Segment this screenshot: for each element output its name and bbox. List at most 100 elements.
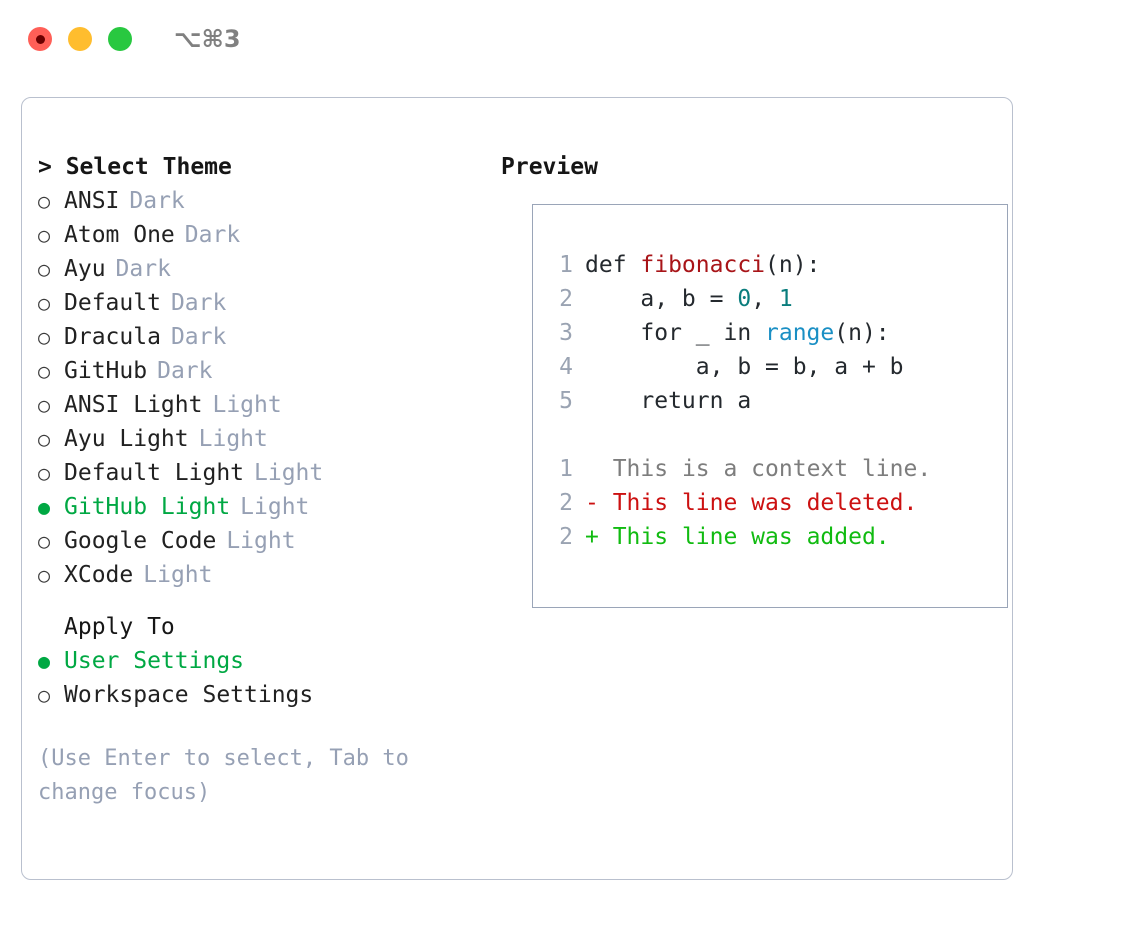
theme-option-label: GitHub Light: [64, 494, 231, 520]
theme-option-label: ANSI Light: [64, 392, 203, 418]
theme-option-github-light[interactable]: ● GitHub Light Light: [38, 490, 488, 524]
code-line: 4 a, b = b, a + b: [549, 350, 999, 384]
theme-variant-badge: Light: [143, 562, 213, 588]
diff-line-added: 2+ This line was added.: [549, 520, 999, 554]
select-theme-heading: > Select Theme: [38, 154, 232, 180]
theme-option-default-light[interactable]: ○ Default Light Light: [38, 456, 488, 490]
code-token-plain: def: [585, 252, 641, 278]
theme-option-dracula[interactable]: ○ Dracula Dark: [38, 320, 488, 354]
radio-unselected-icon: ○: [38, 461, 51, 485]
diff-line-context: 1 This is a context line.: [549, 452, 999, 486]
diff-marker: [585, 452, 613, 486]
theme-variant-badge: Dark: [170, 290, 227, 316]
radio-selected-icon: ●: [38, 495, 51, 519]
diff-marker: +: [585, 524, 613, 550]
theme-option-xcode[interactable]: ○ XCode Light: [38, 558, 488, 592]
theme-option-label: Default: [64, 290, 161, 316]
theme-option-google-code[interactable]: ○ Google Code Light: [38, 524, 488, 558]
code-token-call: range: [765, 320, 835, 346]
line-number: 4: [559, 354, 573, 380]
theme-option-label: GitHub: [64, 358, 148, 384]
radio-unselected-icon: ○: [38, 291, 51, 315]
radio-unselected-icon: ○: [38, 189, 51, 213]
theme-variant-badge: Dark: [115, 256, 171, 282]
radio-unselected-icon: ○: [38, 325, 51, 349]
code-token-plain: a, b =: [585, 286, 738, 312]
theme-option-label: XCode: [64, 562, 134, 588]
theme-option-default[interactable]: ○ Default Dark: [38, 286, 488, 320]
apply-to-option-workspace-settings[interactable]: ○ Workspace Settings: [38, 678, 488, 712]
preview-heading: Preview: [501, 154, 598, 180]
theme-option-label: Ayu Light: [64, 426, 189, 452]
apply-to-list[interactable]: ● User Settings ○ Workspace Settings: [38, 644, 488, 712]
radio-unselected-icon: ○: [38, 683, 51, 707]
code-token-plain: a, b = b, a + b: [585, 354, 904, 380]
apply-to-option-label: User Settings: [64, 648, 245, 674]
theme-option-label: Ayu: [64, 256, 106, 282]
theme-option-ayu-light[interactable]: ○ Ayu Light Light: [38, 422, 488, 456]
theme-option-ansi[interactable]: ○ ANSI Dark: [38, 184, 488, 218]
theme-option-label: Atom One: [64, 222, 175, 248]
theme-variant-badge: Dark: [170, 324, 227, 350]
code-token-plain: (n):: [834, 320, 890, 346]
minimize-window-button[interactable]: [68, 27, 92, 51]
code-token-plain: return a: [585, 388, 752, 414]
diff-sample: 1 This is a context line.2- This line wa…: [549, 452, 999, 554]
title-bar: ⌥⌘3: [0, 0, 1140, 78]
radio-unselected-icon: ○: [38, 427, 51, 451]
list-spacer: [38, 592, 488, 610]
line-number: 2: [559, 286, 573, 312]
theme-variant-badge: Light: [254, 460, 324, 486]
diff-line-deleted: 2- This line was deleted.: [549, 486, 999, 520]
theme-variant-badge: Light: [226, 528, 296, 554]
line-number: 3: [559, 320, 573, 346]
theme-option-label: ANSI: [64, 188, 120, 214]
code-line: 3 for _ in range(n):: [549, 316, 999, 350]
keyboard-hint-text: (Use Enter to select, Tab to change focu…: [38, 746, 409, 805]
apply-to-option-user-settings[interactable]: ● User Settings: [38, 644, 488, 678]
code-line: 5 return a: [549, 384, 999, 418]
code-token-plain: ,: [751, 286, 779, 312]
apply-to-heading-row: ○ Apply To: [38, 610, 488, 644]
close-window-button[interactable]: [28, 27, 52, 51]
theme-variant-badge: Dark: [184, 222, 241, 248]
theme-variant-badge: Light: [198, 426, 268, 452]
diff-marker: -: [585, 490, 613, 516]
keyboard-shortcut-label: ⌥⌘3: [174, 25, 241, 53]
radio-unselected-icon: ○: [38, 563, 51, 587]
apply-to-heading: Apply To: [64, 614, 175, 640]
line-number: 2: [559, 490, 573, 516]
radio-unselected-icon: ○: [38, 529, 51, 553]
diff-text: This is a context line.: [612, 456, 932, 482]
radio-selected-icon: ●: [38, 649, 51, 673]
theme-option-label: Google Code: [64, 528, 217, 554]
radio-unselected-icon: ○: [38, 223, 51, 247]
radio-unselected-icon: ○: [38, 257, 51, 281]
code-token-num: 0: [737, 286, 752, 312]
diff-text: This line was deleted.: [612, 490, 918, 516]
apply-to-bullet-placeholder: ○: [38, 610, 64, 644]
line-number: 1: [559, 252, 573, 278]
hint-spacer: [38, 712, 488, 742]
theme-option-atom-one[interactable]: ○ Atom One Dark: [38, 218, 488, 252]
apply-to-option-label: Workspace Settings: [64, 682, 314, 708]
theme-option-label: Default Light: [64, 460, 245, 486]
theme-variant-badge: Dark: [129, 188, 185, 214]
theme-option-label: Dracula: [64, 324, 161, 350]
theme-option-ayu[interactable]: ○ Ayu Dark: [38, 252, 488, 286]
theme-variant-badge: Light: [240, 494, 310, 520]
diff-text: This line was added.: [612, 524, 890, 550]
radio-unselected-icon: ○: [38, 393, 51, 417]
close-icon: [35, 34, 45, 44]
maximize-window-button[interactable]: [108, 27, 132, 51]
code-token-num: 1: [778, 286, 793, 312]
